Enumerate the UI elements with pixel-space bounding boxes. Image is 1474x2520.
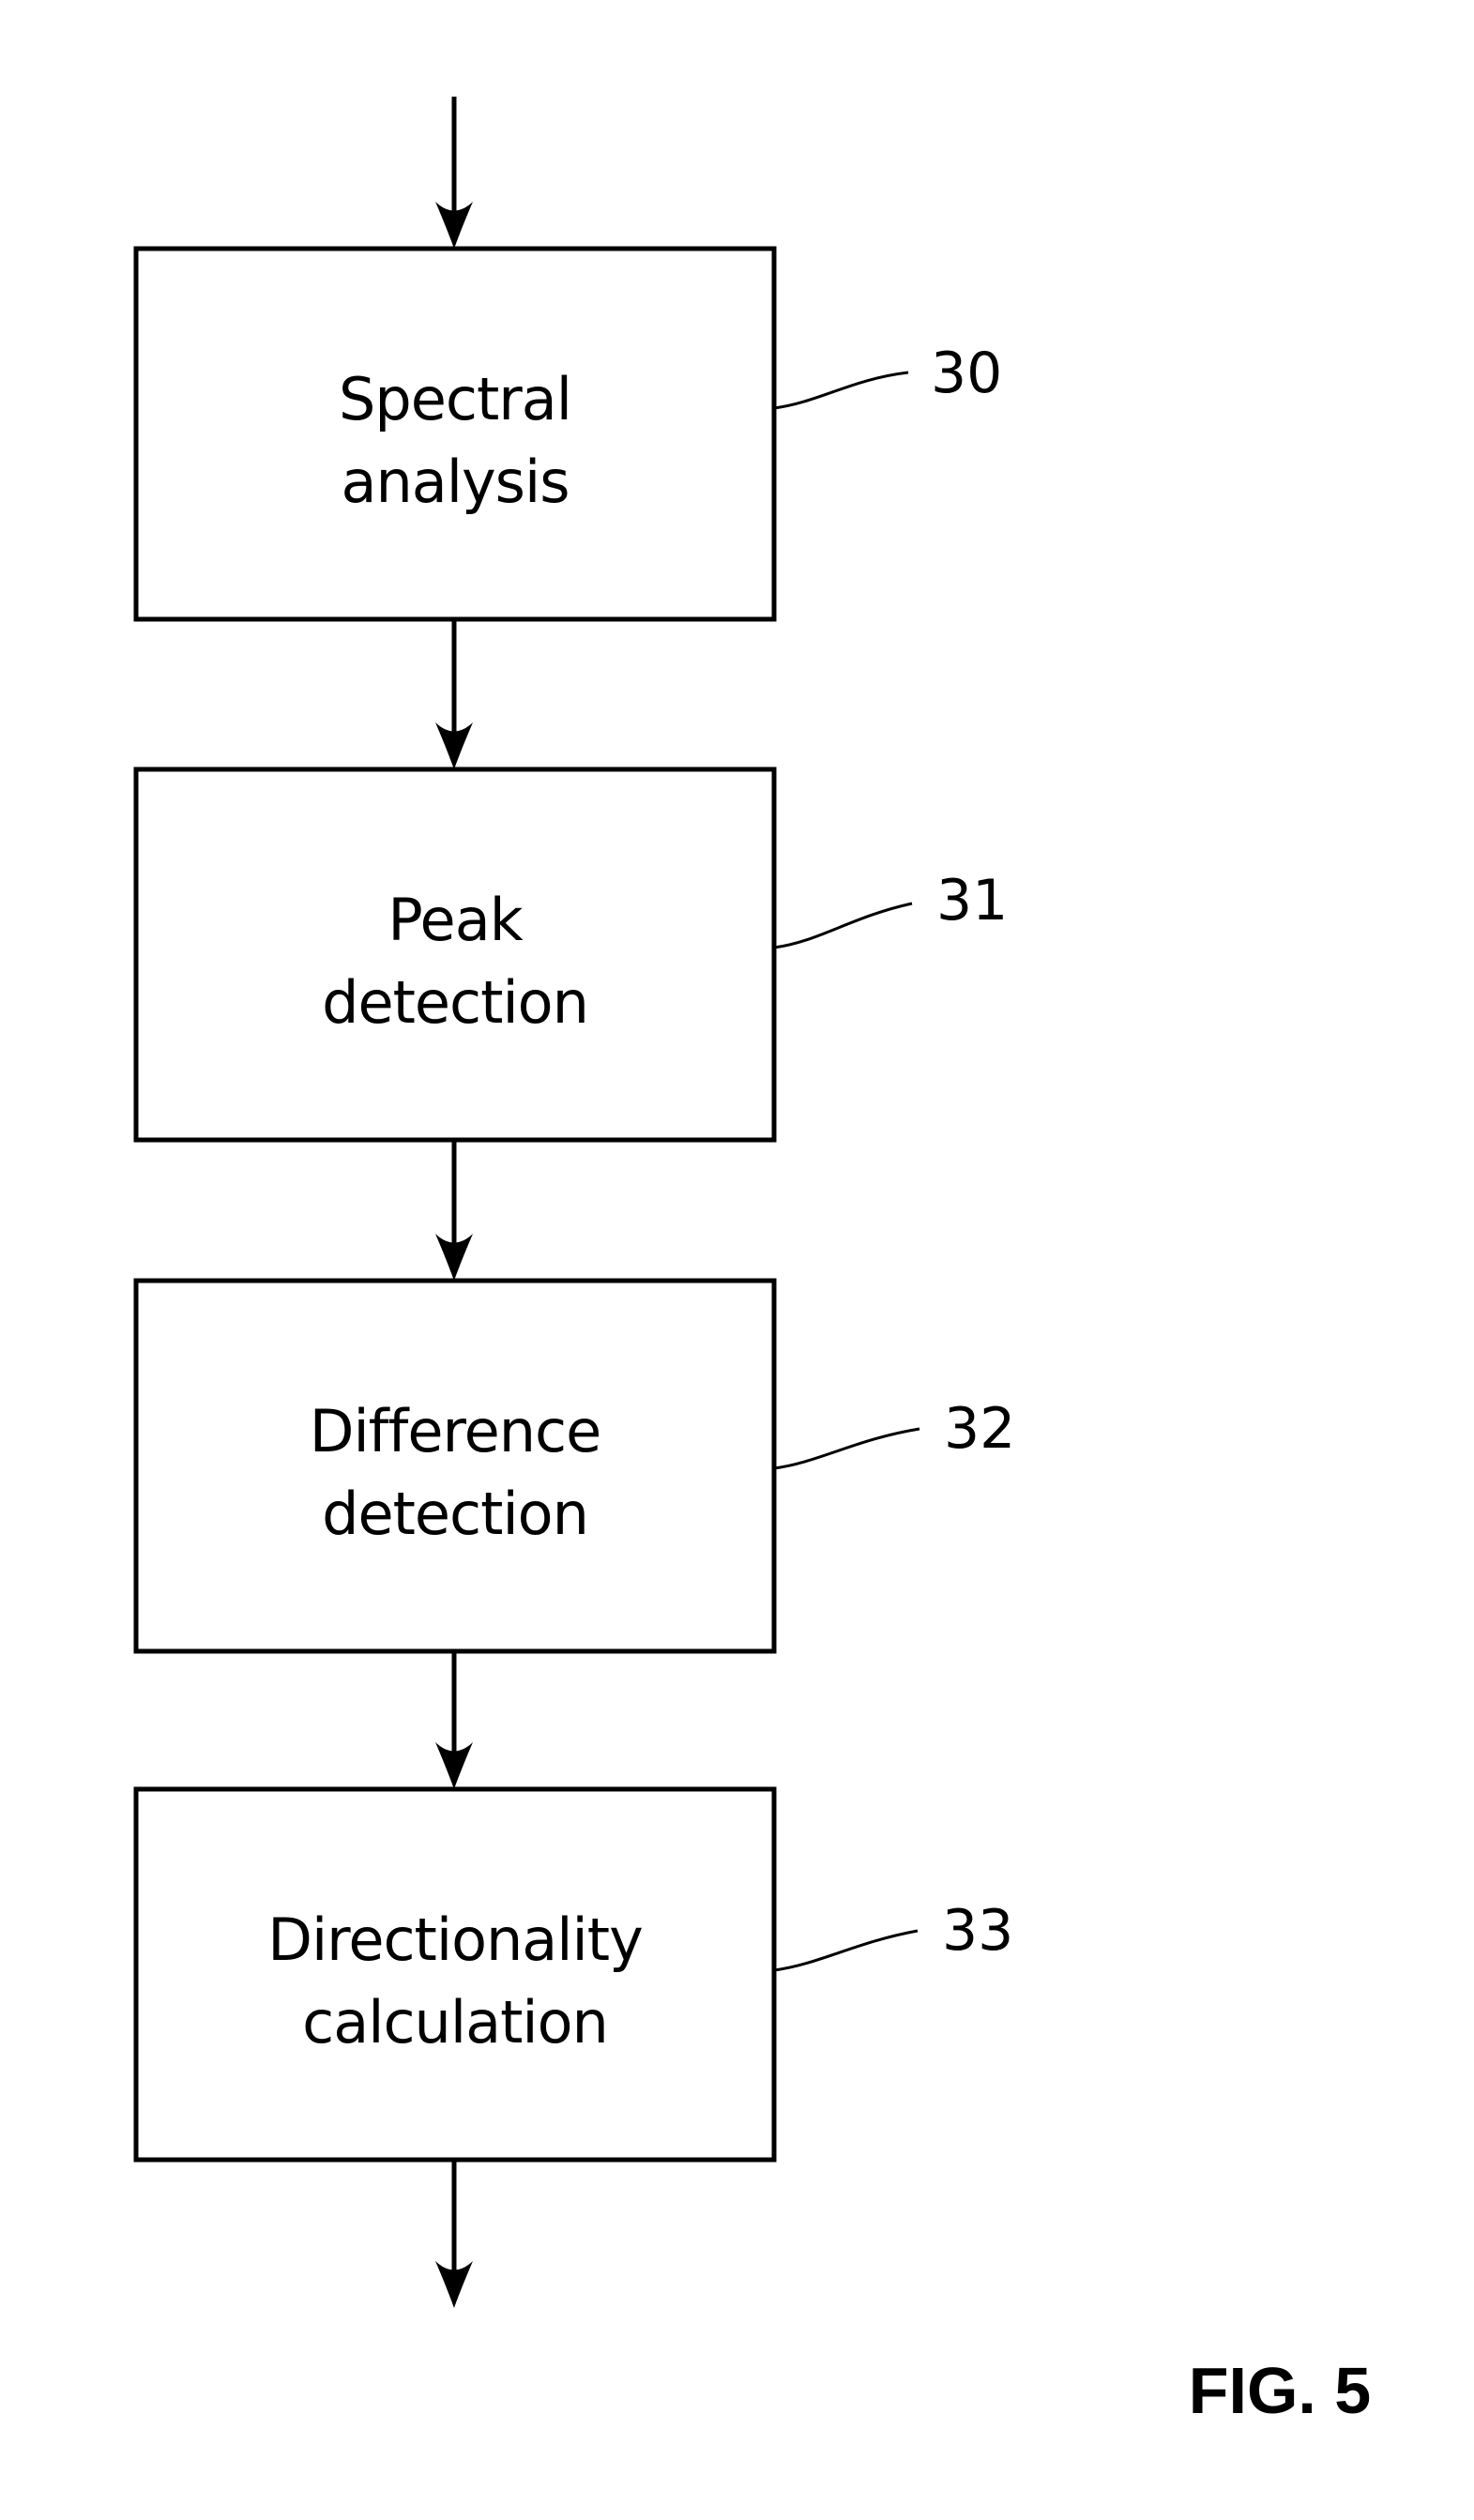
flow-box-directionality-calculation bbox=[133, 1786, 777, 2163]
peak-detection-label-line2: detection bbox=[322, 968, 588, 1037]
flow-box-spectral-analysis bbox=[133, 246, 777, 622]
arrow-difference-to-directionality bbox=[435, 1651, 473, 1789]
spectral-analysis-label-line1: Spectral bbox=[339, 365, 571, 433]
spectral-analysis-label-line2: analysis bbox=[341, 448, 569, 516]
ref-label-32: 32 bbox=[944, 1396, 1015, 1462]
arrow-into-spectral-analysis bbox=[435, 97, 473, 249]
difference-detection-label-line1: Difference bbox=[310, 1397, 601, 1465]
leader-line-31 bbox=[773, 902, 913, 949]
peak-detection-label-line1: Peak bbox=[387, 886, 523, 954]
directionality-calculation-label-line1: Directionality bbox=[267, 1905, 643, 1974]
arrow-out-of-directionality bbox=[435, 2160, 473, 2308]
ref-label-30: 30 bbox=[931, 341, 1002, 406]
leader-line-32 bbox=[773, 1427, 920, 1470]
leader-line-30 bbox=[773, 371, 909, 410]
ref-label-33: 33 bbox=[942, 1898, 1013, 1964]
leader-line-33 bbox=[773, 1929, 919, 1972]
ref-label-31: 31 bbox=[936, 868, 1008, 934]
arrow-spectral-to-peak bbox=[435, 619, 473, 769]
directionality-calculation-label-line2: calculation bbox=[302, 1988, 608, 2057]
figure-caption: FIG. 5 bbox=[1189, 2354, 1371, 2427]
flow-box-difference-detection bbox=[133, 1278, 777, 1654]
arrow-peak-to-difference bbox=[435, 1140, 473, 1281]
difference-detection-label-line2: detection bbox=[322, 1480, 588, 1548]
flow-box-peak-detection bbox=[133, 767, 777, 1143]
